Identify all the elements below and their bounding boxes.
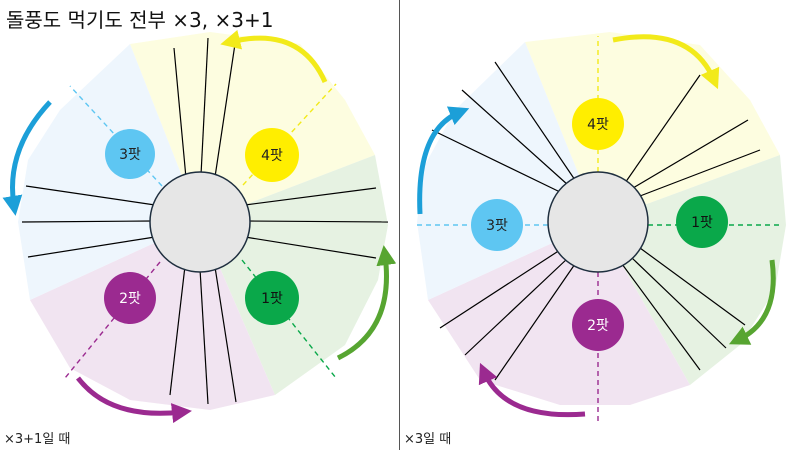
right-caption: ×3일 때 <box>404 432 452 447</box>
party-label: 2팟 <box>587 318 609 334</box>
party-badge-3: 3팟 <box>105 129 155 179</box>
party-badge-4: 4팟 <box>572 98 624 150</box>
arrow-yellow <box>612 34 720 90</box>
arrow-blue <box>2 100 52 216</box>
party-badge-4: 4팟 <box>245 128 299 182</box>
left-diagram: 4팟 3팟 1팟 2팟 <box>2 29 397 424</box>
party-label: 3팟 <box>119 147 141 163</box>
page-title: 돌풍도 먹기도 전부 ×3, ×3+1 <box>6 8 274 32</box>
party-label: 2팟 <box>119 291 141 307</box>
arrow-blue <box>417 106 470 215</box>
left-caption: ×3+1일 때 <box>4 432 71 447</box>
dash-green <box>241 259 337 379</box>
party-label: 4팟 <box>587 117 609 133</box>
party-badge-1: 1팟 <box>676 196 728 248</box>
arrow-green <box>336 245 397 361</box>
panel-divider <box>399 0 400 450</box>
party-badge-3: 3팟 <box>471 199 523 251</box>
arrow-purple <box>76 376 192 424</box>
center-disc <box>149 171 251 273</box>
center-disc <box>547 171 649 273</box>
party-badge-2: 2팟 <box>572 299 624 351</box>
dash-purple <box>64 261 161 379</box>
party-label: 1팟 <box>691 215 713 231</box>
party-label: 3팟 <box>486 218 508 234</box>
party-badge-1: 1팟 <box>245 271 299 325</box>
radial-lines <box>21 37 389 405</box>
party-label: 4팟 <box>261 148 283 164</box>
arrow-green <box>728 259 776 345</box>
radial-lines <box>431 61 761 381</box>
party-label: 1팟 <box>261 291 283 307</box>
right-diagram: 4팟 3팟 1팟 2팟 <box>414 32 786 425</box>
arrow-purple <box>478 362 586 418</box>
arrow-yellow <box>220 29 328 84</box>
sector-purple <box>428 222 690 405</box>
party-badge-2: 2팟 <box>104 272 156 324</box>
